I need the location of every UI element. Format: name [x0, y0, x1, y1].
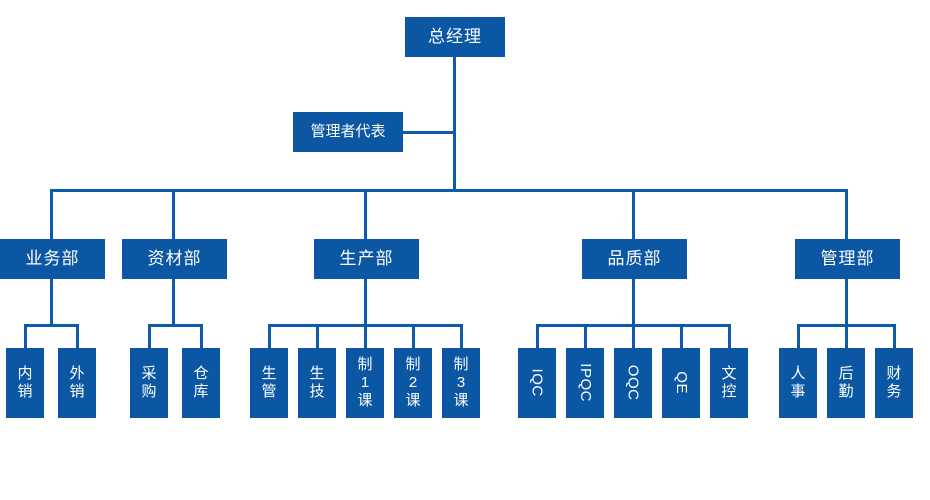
node-department-production[interactable]: 生产部	[314, 239, 419, 279]
node-management-representative[interactable]: 管理者代表	[293, 112, 403, 152]
node-leaf-production-engineering-label: 生技	[309, 364, 325, 400]
connector-stem-dept-4	[632, 279, 635, 326]
connector-drop-leaf-4	[200, 324, 203, 348]
node-leaf-qe[interactable]: QE	[662, 348, 700, 418]
node-leaf-production-engineering[interactable]: 生技	[298, 348, 336, 418]
node-leaf-production-control-label: 生管	[261, 364, 277, 400]
connector-drop-dept-1	[50, 189, 53, 239]
node-leaf-ipqc-label: IPQC	[576, 363, 594, 403]
node-leaf-oqc-label: OQC	[624, 365, 642, 401]
connector-drop-leaf-15	[797, 324, 800, 348]
connector-drop-leaf-1	[24, 324, 27, 348]
node-leaf-manufacturing-section-3[interactable]: 制3课	[442, 348, 480, 418]
connector-subbus-materials	[148, 324, 200, 327]
connector-stem-dept-5	[845, 279, 848, 326]
connector-drop-leaf-17	[893, 324, 896, 348]
connector-stem-dept-3	[364, 279, 367, 326]
node-leaf-iqc[interactable]: IQC	[518, 348, 556, 418]
node-leaf-human-resources-label: 人事	[790, 364, 806, 400]
node-department-quality-label: 品质部	[607, 249, 662, 269]
connector-drop-leaf-6	[316, 324, 319, 348]
connector-drop-leaf-11	[584, 324, 587, 348]
connector-drop-dept-2	[172, 189, 175, 239]
node-leaf-ipqc[interactable]: IPQC	[566, 348, 604, 418]
connector-drop-leaf-2	[76, 324, 79, 348]
connector-drop-dept-4	[632, 189, 635, 239]
node-leaf-document-control[interactable]: 文控	[710, 348, 748, 418]
connector-drop-leaf-14	[728, 324, 731, 348]
node-leaf-qe-label: QE	[672, 371, 690, 395]
connector-drop-dept-3	[364, 189, 367, 239]
node-leaf-purchasing[interactable]: 采购	[130, 348, 168, 418]
node-department-management-label: 管理部	[820, 249, 875, 269]
node-department-materials[interactable]: 资材部	[122, 239, 227, 279]
connector-drop-leaf-12	[632, 324, 635, 348]
node-leaf-iqc-label: IQC	[528, 368, 546, 398]
connector-drop-leaf-5	[268, 324, 271, 348]
node-leaf-domestic-sales[interactable]: 内销	[6, 348, 44, 418]
node-department-production-label: 生产部	[339, 249, 394, 269]
node-leaf-manufacturing-section-3-label: 制3课	[453, 355, 469, 410]
connector-drop-leaf-7	[364, 324, 367, 348]
node-leaf-manufacturing-section-1-label: 制1课	[357, 355, 373, 410]
node-leaf-export-sales-label: 外销	[69, 364, 85, 400]
node-department-business-label: 业务部	[25, 249, 80, 269]
connector-drop-dept-5	[845, 189, 848, 239]
connector-stem-dept-2	[172, 279, 175, 326]
node-leaf-document-control-label: 文控	[721, 364, 737, 400]
node-leaf-oqc[interactable]: OQC	[614, 348, 652, 418]
node-leaf-warehouse-label: 仓库	[193, 364, 209, 400]
connector-drop-leaf-3	[148, 324, 151, 348]
node-leaf-export-sales[interactable]: 外销	[58, 348, 96, 418]
connector-drop-leaf-9	[460, 324, 463, 348]
connector-drop-leaf-13	[680, 324, 683, 348]
node-leaf-human-resources[interactable]: 人事	[779, 348, 817, 418]
connector-root-spine	[453, 57, 456, 190]
node-root-label: 总经理	[428, 27, 482, 47]
node-leaf-purchasing-label: 采购	[141, 364, 157, 400]
node-leaf-domestic-sales-label: 内销	[17, 364, 33, 400]
connector-drop-leaf-8	[412, 324, 415, 348]
node-department-materials-label: 资材部	[147, 249, 202, 269]
connector-drop-leaf-16	[845, 324, 848, 348]
node-department-quality[interactable]: 品质部	[582, 239, 687, 279]
node-leaf-production-control[interactable]: 生管	[250, 348, 288, 418]
node-leaf-manufacturing-section-1[interactable]: 制1课	[346, 348, 384, 418]
node-leaf-finance-label: 财务	[886, 364, 902, 400]
node-leaf-manufacturing-section-2-label: 制2课	[405, 355, 421, 410]
connector-subbus-business	[24, 324, 76, 327]
node-leaf-manufacturing-section-2[interactable]: 制2课	[394, 348, 432, 418]
node-department-management[interactable]: 管理部	[795, 239, 900, 279]
node-management-representative-label: 管理者代表	[310, 123, 386, 141]
node-leaf-logistics[interactable]: 后勤	[827, 348, 865, 418]
connector-department-bus	[50, 189, 848, 192]
node-leaf-finance[interactable]: 财务	[875, 348, 913, 418]
node-leaf-logistics-label: 后勤	[838, 364, 854, 400]
connector-drop-leaf-10	[536, 324, 539, 348]
connector-representative-stub	[403, 131, 455, 134]
node-department-business[interactable]: 业务部	[0, 239, 105, 279]
node-leaf-warehouse[interactable]: 仓库	[182, 348, 220, 418]
node-root-general-manager[interactable]: 总经理	[405, 17, 505, 57]
connector-stem-dept-1	[50, 279, 53, 326]
